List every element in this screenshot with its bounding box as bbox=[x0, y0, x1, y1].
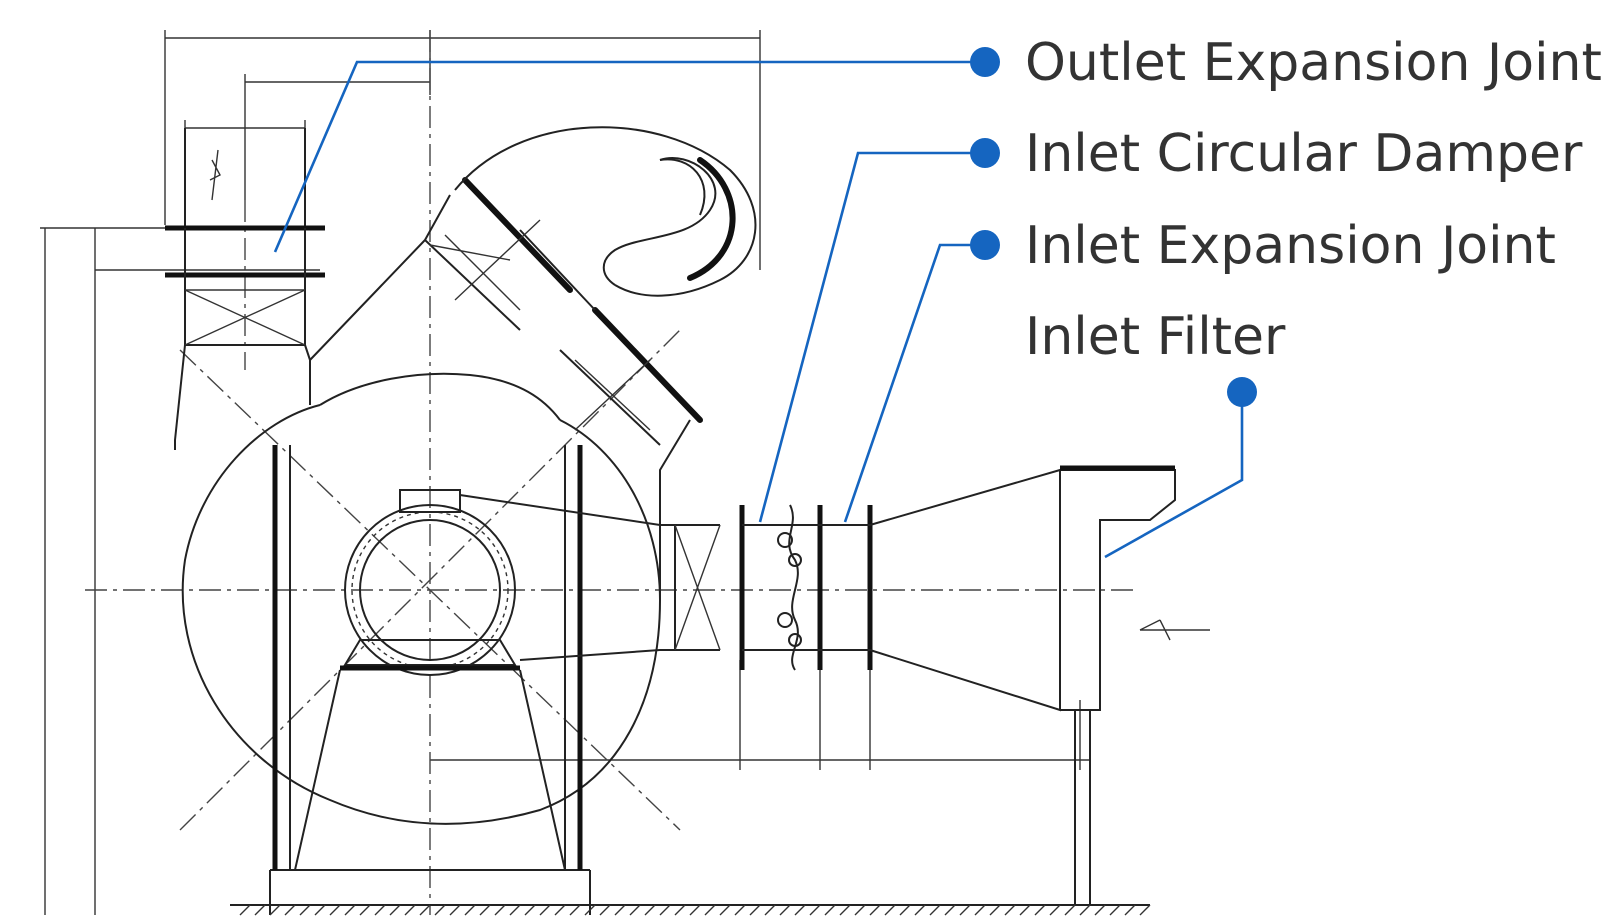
motor bbox=[340, 489, 520, 676]
callout-dot bbox=[1227, 377, 1257, 407]
inlet-filter bbox=[869, 465, 1210, 905]
callout-inlet-expansion-joint bbox=[843, 230, 1000, 523]
label-inlet-filter: Inlet Filter bbox=[1025, 307, 1286, 367]
callout-dot bbox=[970, 47, 1000, 77]
callout-dot bbox=[970, 230, 1000, 260]
label-inlet-circular-damper: Inlet Circular Damper bbox=[1025, 124, 1583, 184]
callout-outlet-expansion-joint bbox=[273, 47, 1000, 253]
callout-inlet-filter bbox=[1104, 377, 1257, 559]
outlet-duct bbox=[165, 128, 325, 450]
callout-inlet-circular-damper bbox=[758, 138, 1000, 523]
label-inlet-expansion-joint: Inlet Expansion Joint bbox=[1025, 216, 1556, 276]
center-lines bbox=[85, 30, 1135, 915]
pedestal bbox=[269, 445, 591, 915]
ground-hatch bbox=[230, 904, 1151, 916]
callout-dot bbox=[970, 138, 1000, 168]
label-outlet-expansion-joint: Outlet Expansion Joint bbox=[1025, 33, 1602, 93]
elbow-outlet bbox=[424, 126, 757, 446]
inlet-duct bbox=[459, 494, 873, 671]
